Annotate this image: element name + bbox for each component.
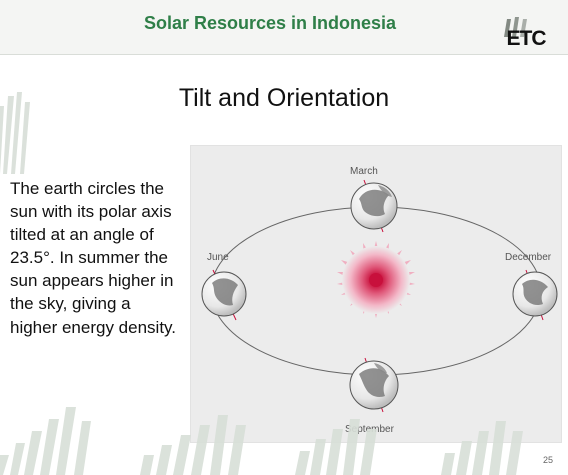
page-number: 25	[542, 455, 553, 465]
header-bar: Solar Resources in Indonesia ETC	[0, 0, 568, 55]
etc-logo: ETC	[498, 15, 554, 47]
slide-body-text: The earth circles the sun with its polar…	[10, 179, 177, 337]
globe-june-icon	[201, 269, 247, 321]
slide-title: Tilt and Orientation	[178, 84, 390, 112]
december-label: December	[505, 252, 552, 263]
globe-september-icon	[349, 357, 399, 413]
earth-orbit-diagram: March June December September	[190, 145, 562, 443]
svg-text:ETC: ETC	[507, 27, 547, 47]
march-label: March	[350, 166, 378, 177]
globe-march-icon	[350, 179, 398, 233]
june-label: June	[207, 252, 229, 263]
header-title: Solar Resources in Indonesia	[143, 13, 397, 33]
september-label: September	[345, 424, 394, 435]
sun-icon	[337, 241, 415, 318]
globe-december-icon	[512, 269, 558, 321]
